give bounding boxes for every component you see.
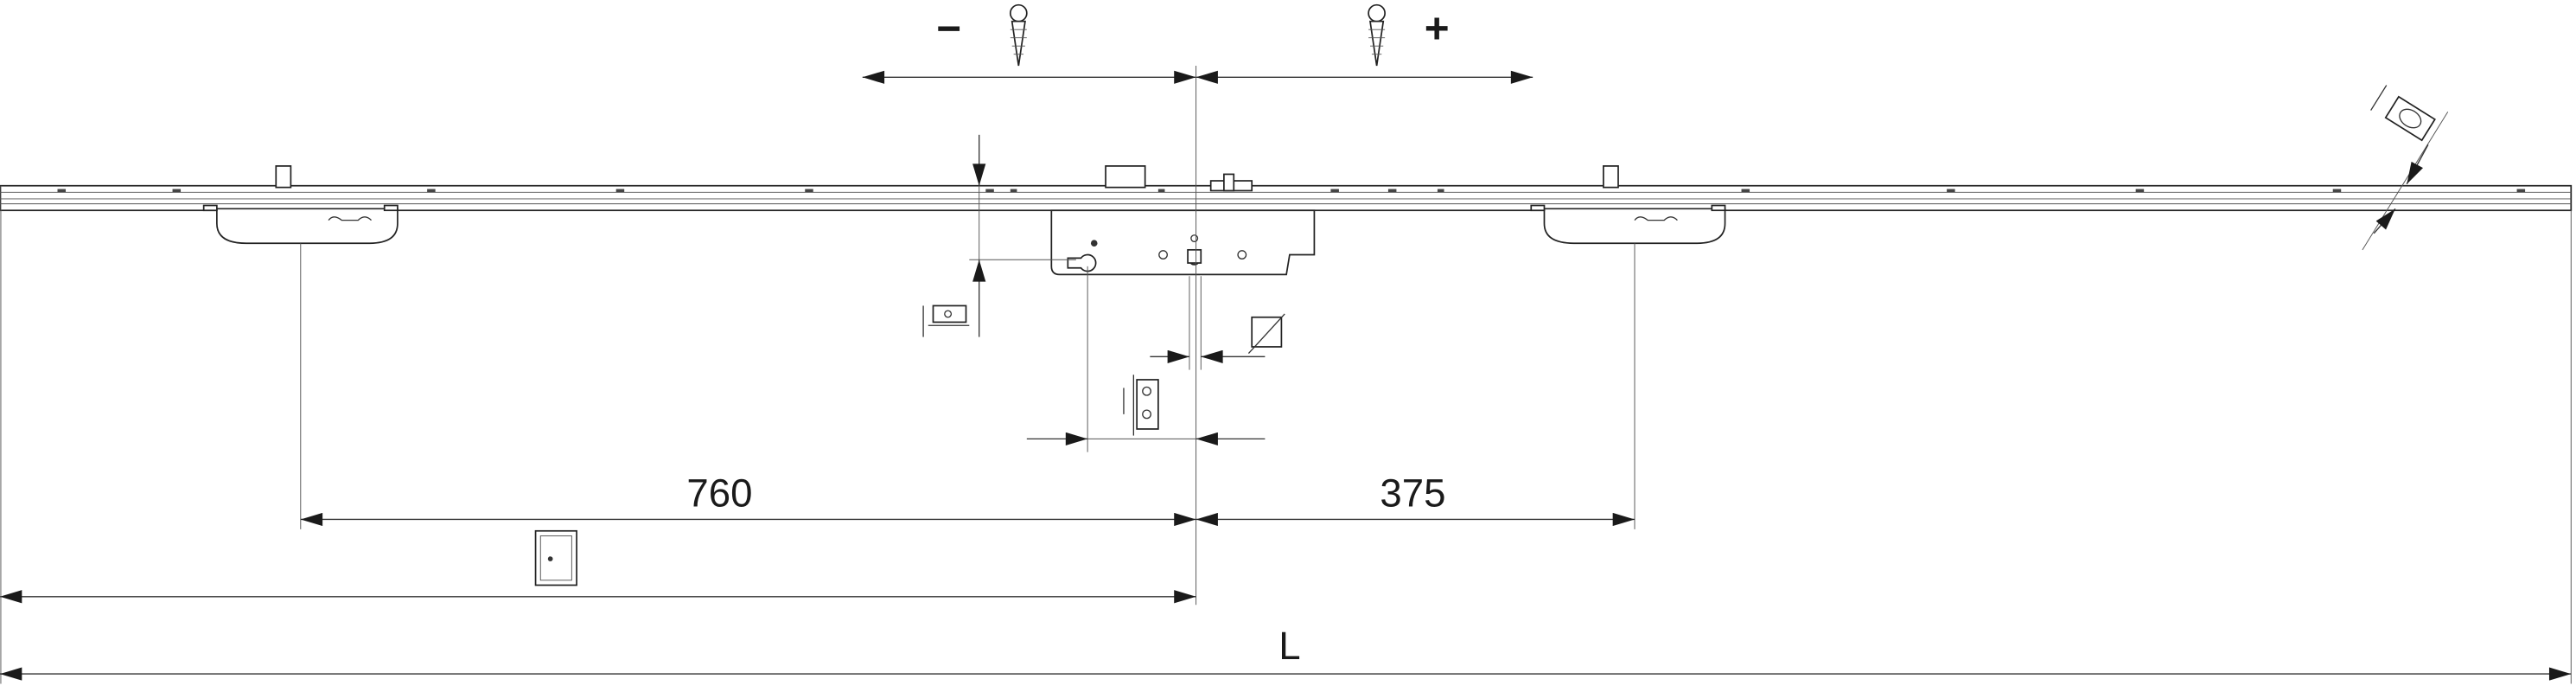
screw-icon-right xyxy=(1368,3,1386,67)
pz-distance-dimension xyxy=(1026,266,1266,452)
rail-thickness-dimension xyxy=(2362,85,2449,251)
left-hook-lock xyxy=(202,165,399,245)
main-lock-case xyxy=(1050,165,1316,276)
pz-icon xyxy=(1123,375,1159,436)
door-icon xyxy=(534,529,577,586)
lock-rail xyxy=(0,184,2573,212)
screw-icon-left xyxy=(1009,3,1028,67)
square-spindle-icon xyxy=(1247,313,1285,355)
right-hook-lock xyxy=(1530,165,1726,245)
backset-dimension xyxy=(922,134,1076,337)
backset-icon xyxy=(922,304,970,337)
follower-dimension xyxy=(1150,276,1285,370)
dim-375-label: 375 xyxy=(1380,471,1445,515)
minus-label: − xyxy=(936,4,961,52)
rail-slots xyxy=(57,189,2526,193)
plus-label: + xyxy=(1425,4,1450,52)
rail-profile-icon xyxy=(2370,85,2436,142)
dim-760-label: 760 xyxy=(686,471,752,515)
dim-l-label: L xyxy=(1278,624,1300,668)
